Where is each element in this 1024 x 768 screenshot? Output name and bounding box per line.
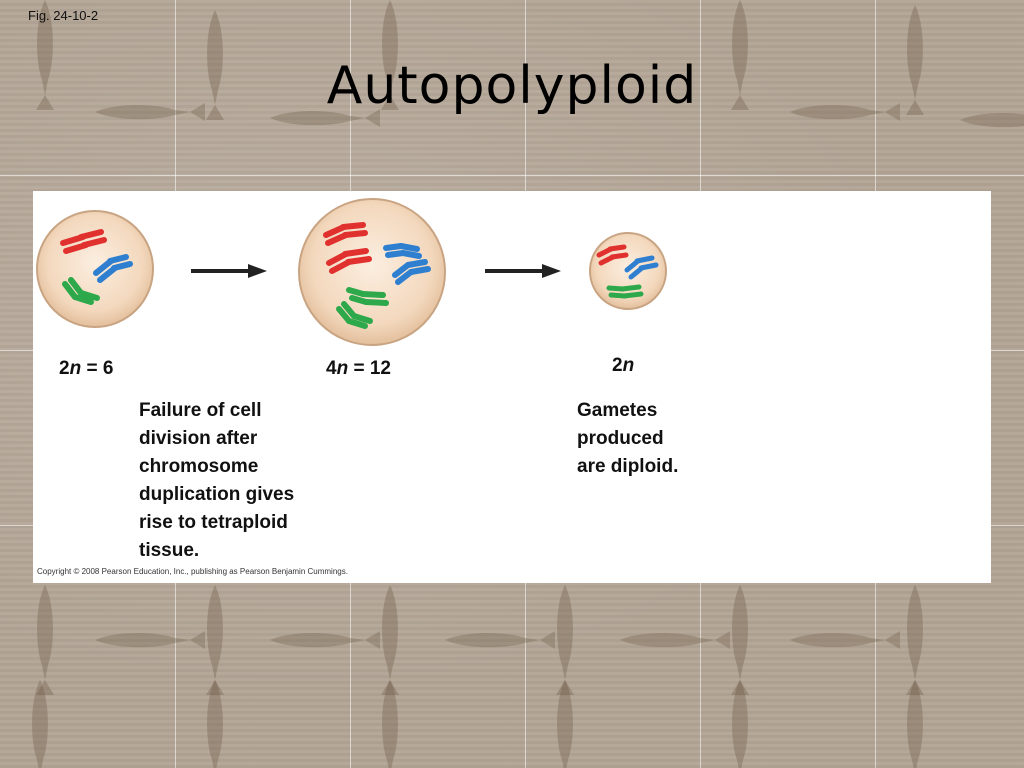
arrow-right-icon (485, 264, 561, 278)
autopolyploidy-diagram (36, 198, 667, 346)
gamete-label: 2n (612, 355, 635, 376)
diagram-panel: 2n = 6 4n = 12 2n Failure of cell divisi… (33, 191, 991, 583)
arrow-right-icon (191, 264, 267, 278)
green-chromosome-pair (606, 284, 644, 299)
blue-chromosome-pair (624, 255, 659, 280)
tetraploid-label: 4n = 12 (326, 358, 391, 379)
red-chromosome-set (323, 222, 372, 274)
blue-chromosome-set (383, 243, 431, 285)
slide-title: Autopolyploid (326, 56, 698, 116)
tetraploid-cell (298, 198, 446, 346)
diploid-label: 2n = 6 (59, 358, 114, 379)
diploid-cell (36, 210, 154, 328)
diploid-gamete-cell (589, 232, 667, 310)
red-chromosome-pair (596, 244, 629, 266)
green-chromosome-pair (62, 277, 100, 305)
green-chromosome-set (336, 287, 389, 329)
figure-number: Fig. 24-10-2 (28, 8, 99, 23)
gamete-description: Gametes produced are diploid. (577, 400, 679, 477)
tetraploid-description: Failure of cell division after chromosom… (139, 400, 295, 561)
copyright-notice: Copyright © 2008 Pearson Education, Inc.… (37, 567, 348, 576)
blue-chromosome-pair (93, 254, 133, 283)
red-chromosome-pair (60, 229, 107, 254)
